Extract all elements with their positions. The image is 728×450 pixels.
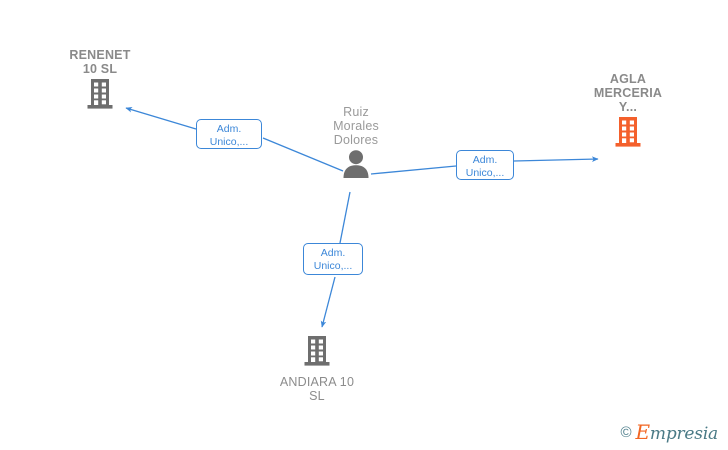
person-icon bbox=[291, 149, 421, 184]
edge-label-person-renenet[interactable]: Adm. Unico,... bbox=[196, 119, 262, 149]
building-icon bbox=[563, 116, 693, 153]
edge-line-person-to-label-agla bbox=[370, 165, 457, 175]
edge-line-person-to-label-renenet bbox=[262, 137, 344, 172]
node-person-ruiz-morales-dolores[interactable]: Ruiz Morales Dolores bbox=[291, 105, 421, 184]
node-andiara-label: ANDIARA 10 SL bbox=[279, 375, 355, 403]
brand-rest: mpresia bbox=[649, 424, 718, 444]
building-icon bbox=[35, 78, 165, 115]
edge-line-label-to-renenet bbox=[125, 107, 197, 130]
node-renenet[interactable]: RENENET 10 SL bbox=[35, 48, 165, 115]
node-person-label: Ruiz Morales Dolores bbox=[333, 105, 379, 147]
brand-wordmark: Empresia bbox=[636, 420, 719, 444]
node-andiara[interactable]: ANDIARA 10 SL bbox=[252, 333, 382, 403]
node-renenet-label: RENENET 10 SL bbox=[69, 48, 131, 76]
edge-line-person-to-label-andiara bbox=[339, 191, 351, 244]
node-agla-merceria[interactable]: AGLA MERCERIA Y... bbox=[563, 72, 693, 153]
edge-line-label-to-andiara bbox=[320, 276, 336, 328]
copyright-icon: © bbox=[620, 423, 632, 441]
watermark-empresia: © Empresia bbox=[620, 420, 718, 444]
edge-line-label-to-agla bbox=[513, 156, 599, 162]
node-agla-merceria-label: AGLA MERCERIA Y... bbox=[593, 72, 663, 114]
edge-label-person-agla[interactable]: Adm. Unico,... bbox=[456, 150, 514, 180]
brand-initial: E bbox=[635, 420, 651, 444]
edge-label-person-andiara[interactable]: Adm. Unico,... bbox=[303, 243, 363, 275]
building-icon bbox=[252, 335, 382, 372]
